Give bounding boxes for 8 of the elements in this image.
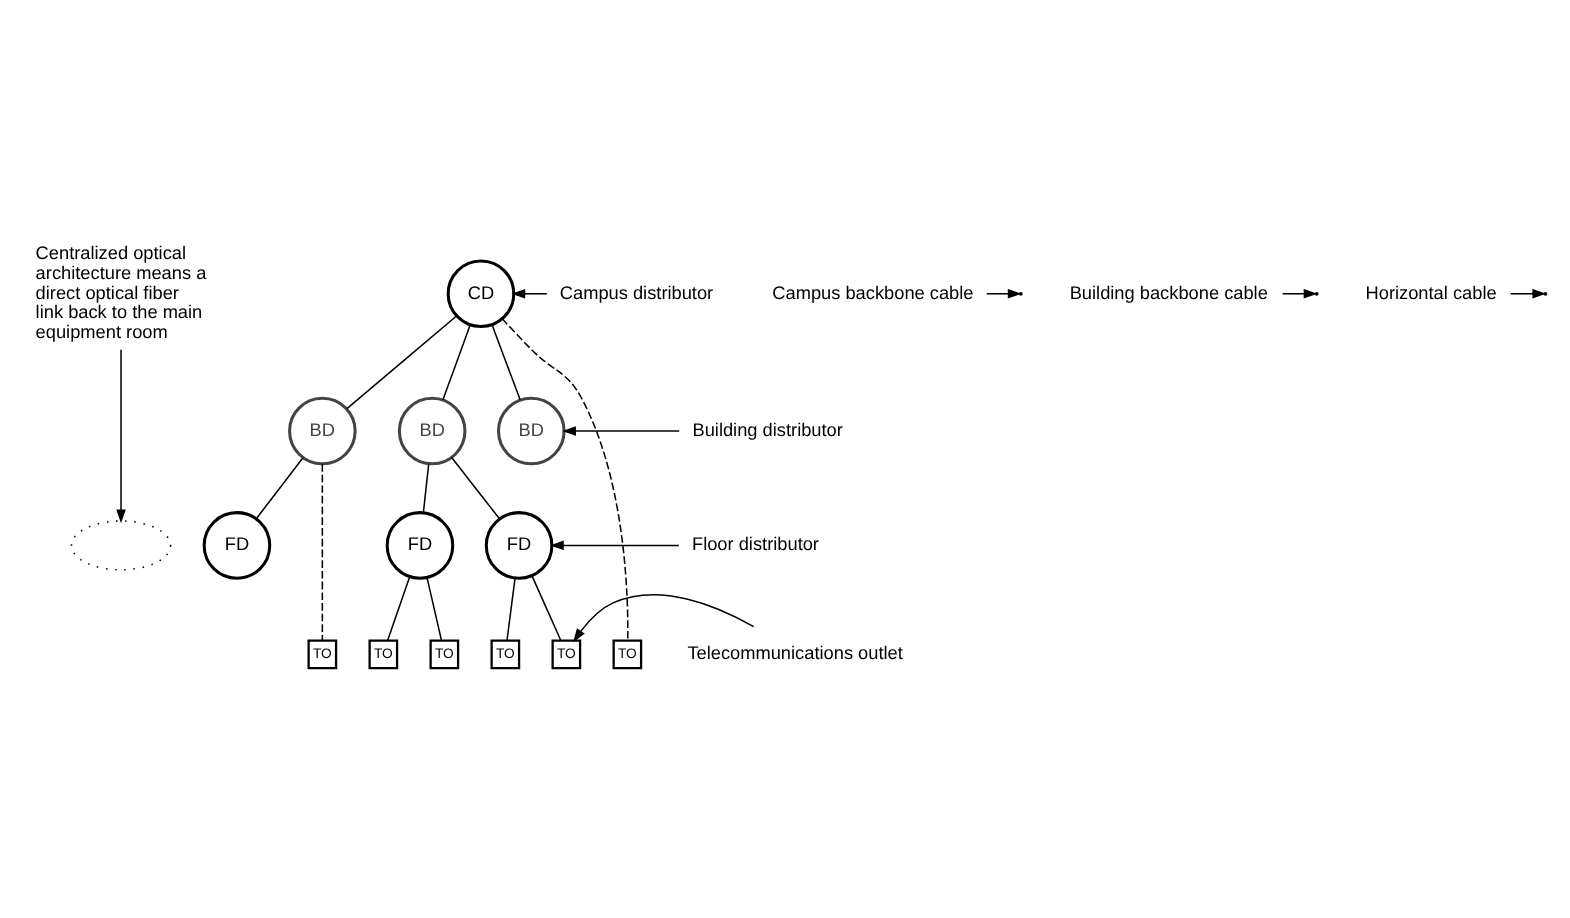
node-text: Floor distributor (691, 533, 819, 554)
node-text: Centralized optical architecture means a direct optical fiber link back to the main equipment room (35, 241, 207, 342)
node-text: Horizontal cable (1365, 281, 1497, 302)
node-text: Telecommunications outlet (687, 642, 903, 663)
node-text: Campus distributor (559, 281, 714, 302)
node-text: Building distributor (692, 418, 843, 439)
node-text: Building backbone cable (1069, 281, 1268, 302)
node-text: Campus backbone cable (772, 281, 974, 302)
